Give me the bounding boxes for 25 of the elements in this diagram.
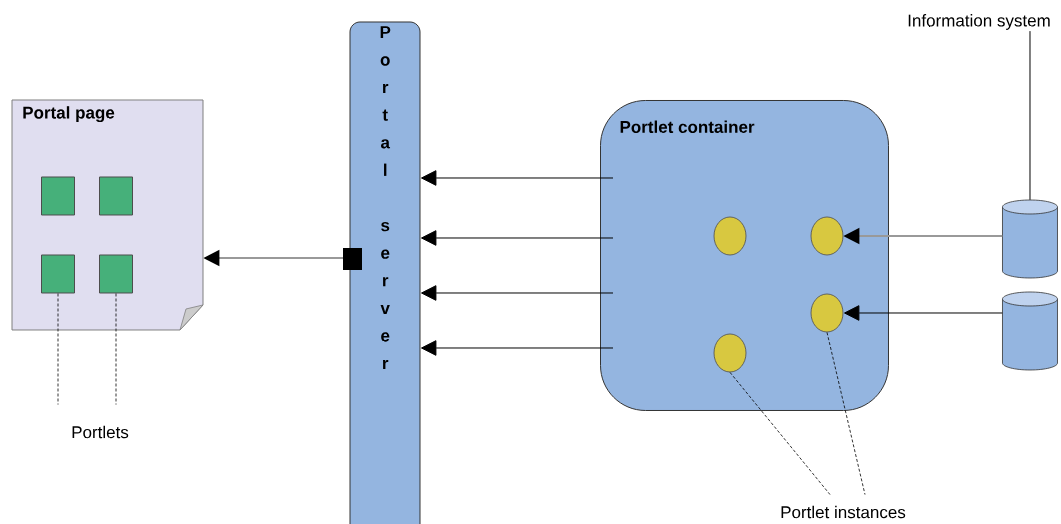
portlet-square [41,176,75,216]
server-bar: Portal server [349,21,421,524]
arrow [844,305,1003,321]
caption-text: Portlets [72,425,129,439]
leader-line [57,293,59,405]
connector-line [1029,30,1031,201]
arrow [421,340,614,356]
container-box: Portlet container [600,100,889,411]
caption-text: Portlet instances [781,505,906,519]
database-cylinder [1002,291,1058,371]
portlet-square [99,254,133,294]
leader-line [729,372,831,495]
portlet-instance [810,216,844,256]
portlet-instance [713,333,747,373]
portlet-square [99,176,133,216]
arrow [421,170,614,186]
arrow [421,285,614,301]
portlet-square [41,254,75,294]
arrow [421,230,614,246]
caption-text: Information system [908,14,1050,30]
portlet-instance [713,216,747,256]
portlet-instance [810,293,844,333]
leader-line [115,293,117,405]
database-cylinder [1002,199,1058,279]
leader-line [826,332,866,495]
